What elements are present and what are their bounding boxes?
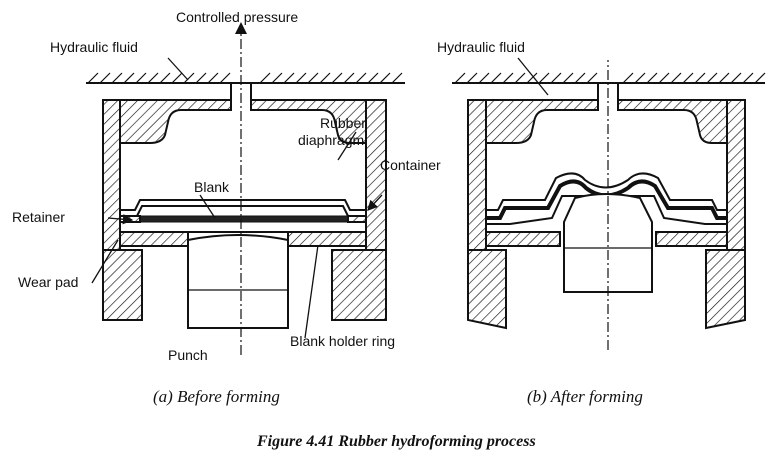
blank-holder-ring [287, 231, 367, 247]
rubber-diaphragm-flat [119, 199, 367, 217]
retainer-label: Retainer [12, 209, 65, 225]
housing-left-b [485, 99, 599, 144]
blank-holder-ring-b [655, 231, 728, 247]
caption-a: (a) Before forming [153, 387, 280, 406]
press-frame-left-b [467, 249, 507, 330]
panel-after-forming: Hydraulic fluid [437, 39, 766, 350]
hydraulic-fluid-label-b: Hydraulic fluid [437, 39, 525, 55]
figure-caption: Figure 4.41 Rubber hydroforming process [256, 433, 536, 450]
wear-pad-label: Wear pad [18, 274, 78, 290]
hydraulic-fluid-label-a: Hydraulic fluid [50, 39, 138, 55]
housing-right-b [617, 99, 728, 144]
housing-left [119, 99, 232, 144]
rubber-label: Rubber [320, 115, 366, 131]
punch-label: Punch [168, 347, 208, 363]
frame-top-hatch-b [454, 72, 766, 84]
wear-pad-left-b [485, 231, 561, 247]
wear-pad-left [119, 231, 189, 247]
container-right-wall [365, 99, 387, 251]
leader-hydraulic-fluid-a [167, 57, 189, 81]
caption-b: (b) After forming [527, 387, 643, 406]
blank-holder-ring-label: Blank holder ring [290, 333, 395, 349]
punch-before [187, 234, 289, 329]
press-frame-right-b [705, 249, 746, 330]
retainer-right [347, 215, 367, 223]
diaphragm-label: diaphragm [298, 132, 364, 148]
blank-flat [139, 215, 349, 223]
press-frame-left [102, 249, 143, 321]
rubber-diaphragm-deformed [486, 172, 727, 211]
blank-label: Blank [194, 179, 230, 195]
controlled-pressure-label: Controlled pressure [176, 9, 298, 25]
leader-hydraulic-fluid-b [517, 57, 549, 96]
press-frame-right [331, 249, 387, 321]
container-left-wall-b [467, 99, 487, 251]
frame-top-hatch [87, 72, 403, 84]
panel-before-forming: Controlled pressure Hydraulic fluid Rubb… [12, 9, 441, 363]
container-left-wall [102, 99, 121, 251]
container-label: Container [380, 157, 441, 173]
container-right-wall-b [726, 99, 746, 251]
punch-after [563, 193, 653, 293]
